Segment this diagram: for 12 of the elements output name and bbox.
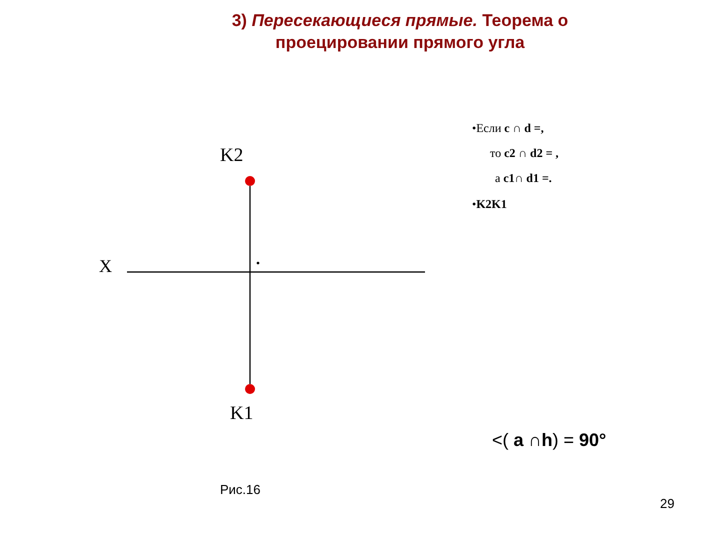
angle-formula: <( a ∩h) = 90° [492, 430, 606, 451]
line-segment [249, 186, 251, 384]
note-text: то c2 ∩ d2 = , [490, 146, 559, 161]
point-label: K2 [220, 146, 244, 166]
axis-label: X [99, 256, 112, 277]
point-label: K1 [230, 404, 254, 424]
figure-caption: Рис.16 [220, 482, 261, 497]
page-number: 29 [660, 496, 674, 511]
note-text: •Если c ∩ d =, [472, 121, 544, 136]
note-text: •K2K1 [472, 197, 507, 212]
title: 3) Пересекающиеся прямые. Теорема о проецировании прямого угла [230, 10, 570, 54]
note-text: а c1∩ d1 =. [495, 171, 552, 186]
